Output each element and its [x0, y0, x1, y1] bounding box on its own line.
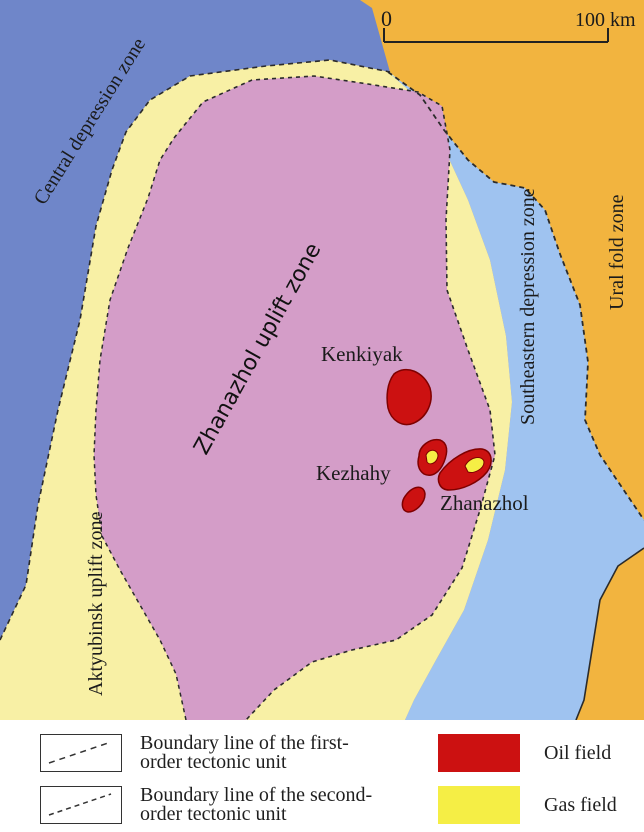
scale-start-label: 0: [381, 6, 392, 31]
southeastern-depression-label: Southeastern depression zone: [517, 188, 539, 425]
central-depression-region: [0, 0, 390, 640]
central-uplift-boundary-line: [0, 59, 391, 641]
legend-first-order-symbol: [40, 734, 122, 772]
tectonic-map: 0 100 km Central depression zone Southea…: [0, 0, 644, 720]
legend-oil-text: Oil field: [544, 741, 612, 764]
zhanazhol-uplift-region: [94, 76, 495, 720]
legend-first-order-item: Boundary line of the first-order tectoni…: [40, 732, 360, 773]
scale-end-label: 100 km: [575, 9, 636, 31]
ural-border-line: [575, 547, 644, 720]
map-regions: [0, 0, 644, 720]
legend-second-order-symbol: [40, 786, 122, 824]
kenkiyak-label: Kenkiyak: [321, 342, 403, 366]
legend-second-order-text: Boundary line of the second-order tecton…: [140, 784, 373, 825]
legend-first-order-text: Boundary line of the first-order tectoni…: [140, 732, 349, 773]
zhanazhol-label: Zhanazhol: [440, 491, 529, 515]
kezhahy-oil-field-lower: [401, 486, 426, 513]
legend-second-order-item: Boundary line of the second-order tecton…: [40, 784, 380, 825]
zhanazhol-gas-field: [464, 457, 485, 473]
legend-oil-swatch: [438, 734, 520, 772]
legend-gas-item: Gas field: [438, 786, 617, 824]
kenkiyak-oil-field: [386, 368, 432, 426]
legend-gas-swatch: [438, 786, 520, 824]
legend-gas-text: Gas field: [544, 793, 617, 816]
scale-bar: 0 100 km: [381, 6, 636, 43]
ural-fold-label: Ural fold zone: [606, 194, 628, 310]
kezhahy-gas-field: [425, 449, 439, 465]
legend-oil-item: Oil field: [438, 734, 611, 772]
legend: Boundary line of the first-order tectoni…: [0, 720, 644, 832]
aktyubinsk-uplift-label: Aktyubinsk uplift zone: [85, 511, 107, 696]
first-order-boundary-line: [387, 71, 644, 521]
kezhahy-label: Kezhahy: [316, 461, 391, 485]
southeastern-depression-region: [388, 72, 644, 720]
